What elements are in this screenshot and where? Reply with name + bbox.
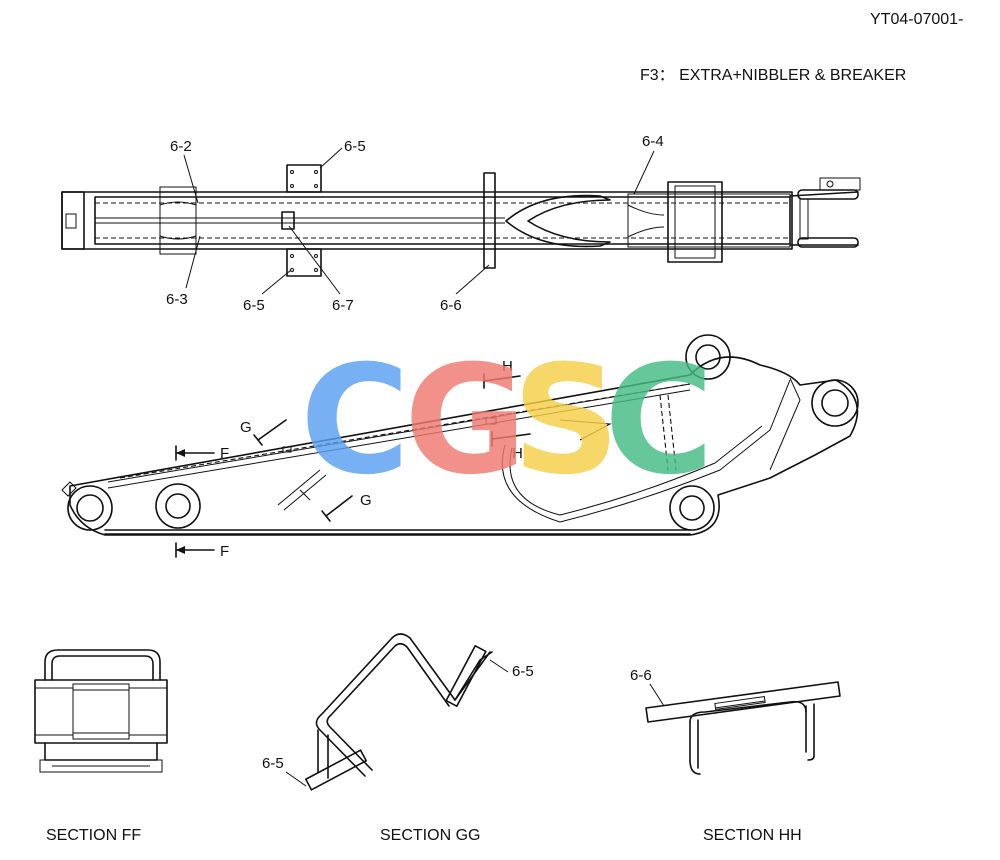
gg-label-lower: 6-5 xyxy=(262,755,284,772)
label-6-4: 6-4 xyxy=(642,133,664,150)
section-gg-title: SECTION GG xyxy=(380,827,480,844)
section-hh-title: SECTION HH xyxy=(703,827,802,844)
section-g-bottom-arrow: G xyxy=(321,492,372,522)
section-f-bottom-arrow: F xyxy=(175,542,229,560)
label-6-2: 6-2 xyxy=(170,138,192,155)
section-ff-title: SECTION FF xyxy=(46,827,141,844)
arm-top-view xyxy=(61,164,861,277)
section-hh-drawing xyxy=(645,681,841,775)
watermark-letter-g: G xyxy=(404,334,527,508)
label-6-7: 6-7 xyxy=(332,297,354,314)
watermark-letter-c2: C xyxy=(604,334,714,508)
section-f-top-arrow: F xyxy=(175,445,229,462)
section-markers: F F G G H H xyxy=(175,358,531,560)
marker-f-bottom: F xyxy=(220,543,229,560)
section-gg-drawing xyxy=(305,633,493,791)
marker-h-top: H xyxy=(502,358,513,375)
arm-side-view xyxy=(61,334,859,536)
label-6-6: 6-6 xyxy=(440,297,462,314)
section-h-mid-arrow: H xyxy=(491,431,531,462)
top-view-labels: 6-2 6-3 6-5 6-5 6-7 6-6 6-4 xyxy=(166,133,664,314)
marker-g-bottom: G xyxy=(360,492,372,509)
marker-g-top: G xyxy=(240,419,252,436)
section-h-top-arrow: H xyxy=(483,358,521,389)
marker-f-top: F xyxy=(220,445,229,462)
hh-label-6-6: 6-6 xyxy=(630,667,652,684)
watermark-letter-c1: C xyxy=(300,334,410,508)
label-6-3: 6-3 xyxy=(166,291,188,308)
section-ff-drawing xyxy=(34,649,168,773)
gg-label-upper: 6-5 xyxy=(512,663,534,680)
config-label: F3： EXTRA+NIBBLER & BREAKER xyxy=(640,67,906,84)
watermark-letter-s: S xyxy=(512,334,620,508)
label-6-5-bottom: 6-5 xyxy=(243,297,265,314)
section-g-top-arrow: G xyxy=(240,419,287,446)
cgsc-watermark: C G S C xyxy=(300,334,714,508)
label-6-5-top: 6-5 xyxy=(344,138,366,155)
marker-h-mid: H xyxy=(512,445,523,462)
drawing-number: YT04-07001- xyxy=(870,11,963,28)
